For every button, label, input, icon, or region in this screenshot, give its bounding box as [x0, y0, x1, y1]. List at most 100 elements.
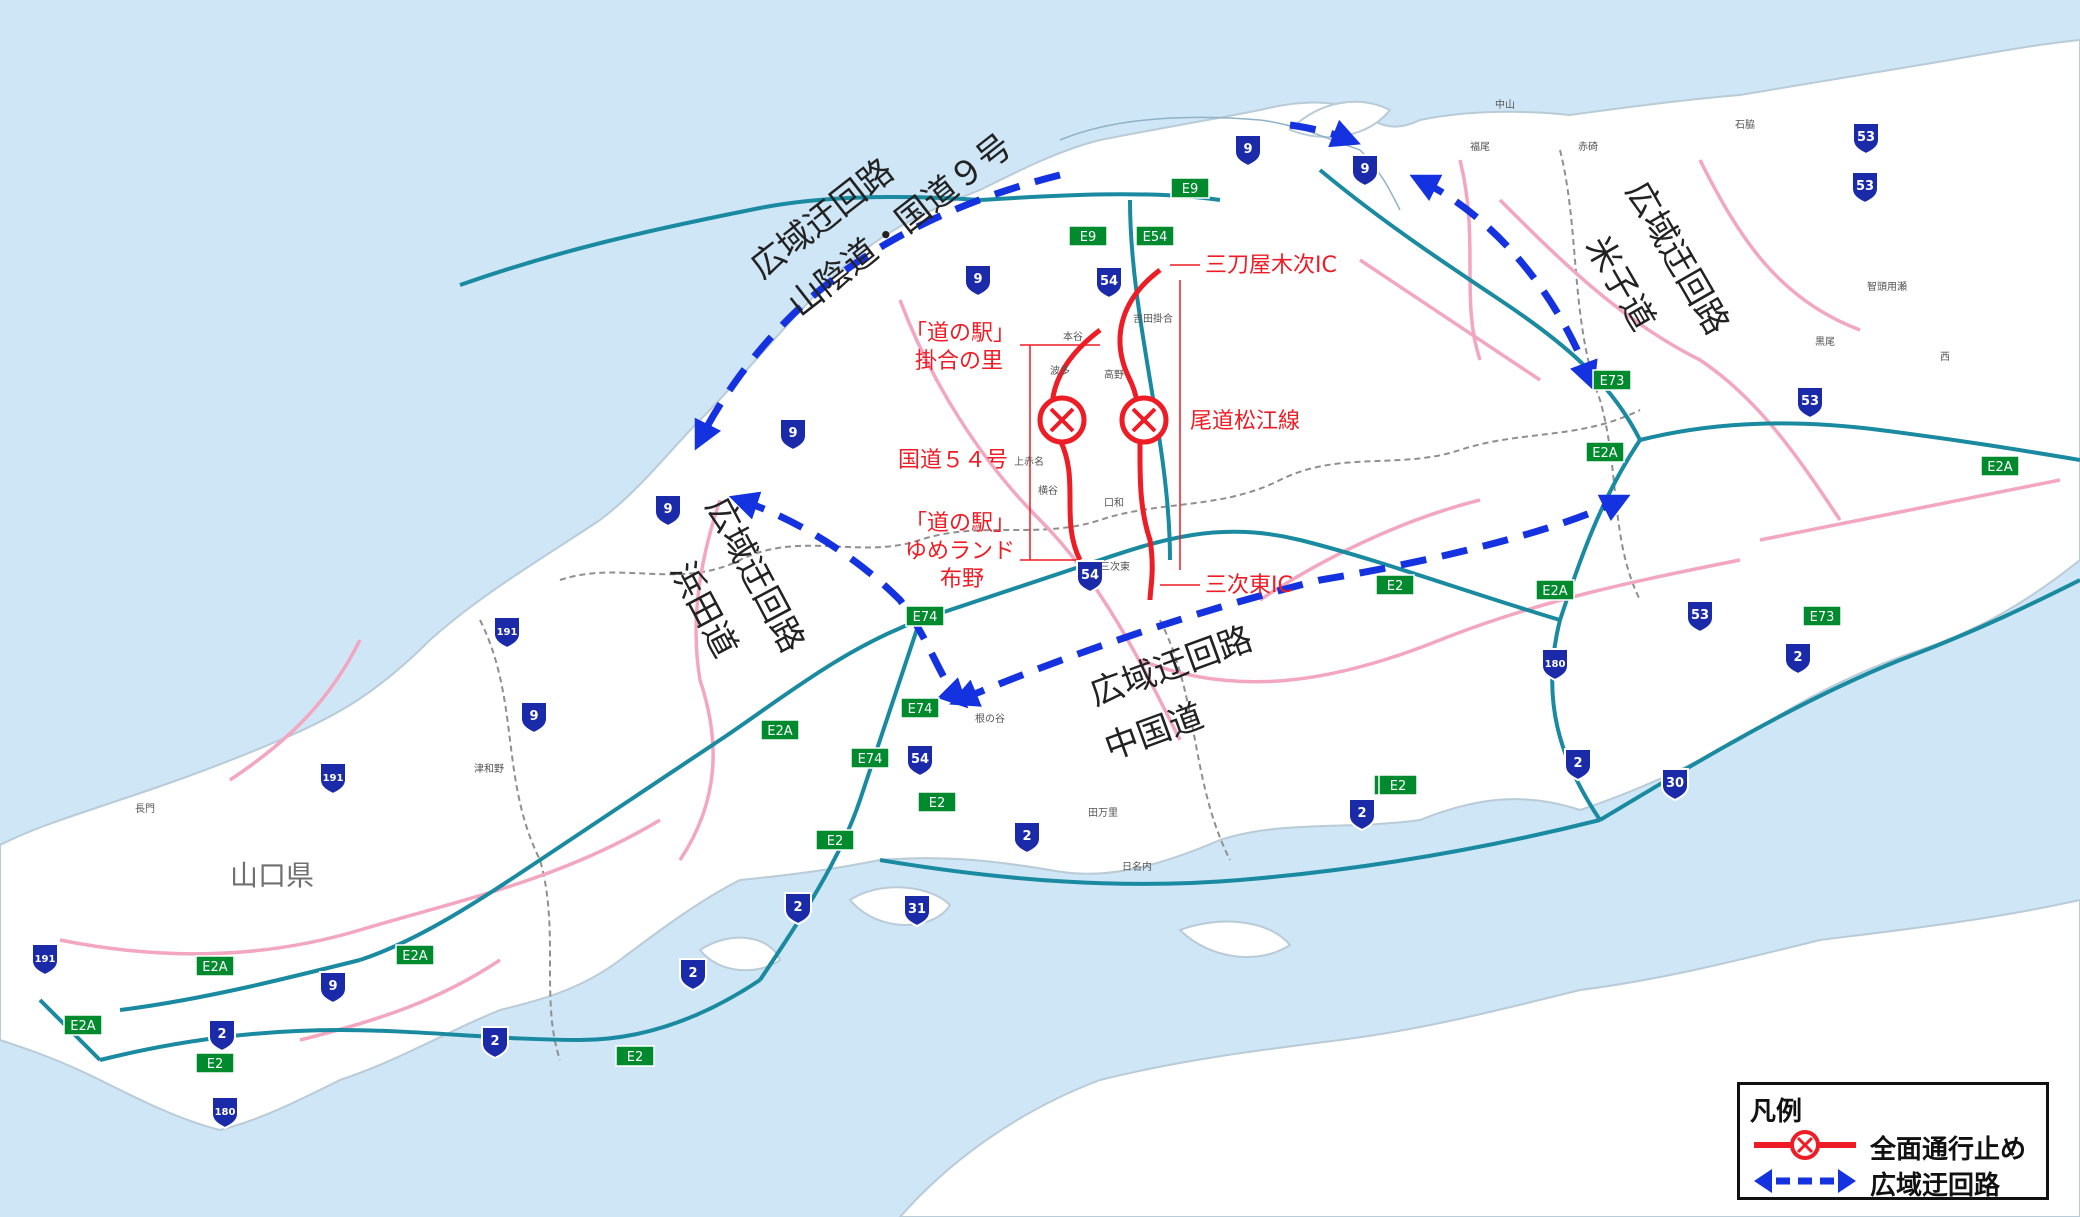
expressway-shield-e2: E2 [1375, 574, 1415, 596]
svg-text:2: 2 [1793, 650, 1802, 665]
svg-text:E2A: E2A [1592, 446, 1617, 461]
closure-marker-onomichi-matsue [1119, 395, 1169, 445]
closure-marker-route54 [1037, 395, 1087, 445]
detour-sanin-east [1289, 119, 1361, 148]
detour-legend-icon [1754, 1169, 1856, 1193]
national-route-shield-2: 2 [784, 892, 812, 926]
svg-text:54: 54 [1081, 568, 1099, 583]
national-route-shield-2: 2 [1348, 798, 1376, 832]
svg-text:9: 9 [529, 709, 538, 724]
expressway-shield-e2a: E2A [1535, 579, 1575, 601]
svg-text:2: 2 [1022, 829, 1031, 844]
legend-row-closure: 全面通行止め [1750, 1127, 2040, 1165]
svg-text:E2A: E2A [1987, 460, 2012, 475]
town-miyoshihigashi: 三次東 [1100, 560, 1130, 573]
town-nishi: 西 [1940, 352, 1950, 363]
detour-arrows [694, 119, 1631, 709]
svg-text:191: 191 [35, 954, 56, 965]
svg-text:2: 2 [217, 1027, 226, 1042]
route-shields: E9E9E54E73E2AE2AE2AE73E2E2E74E74E2AE74E2… [31, 122, 2020, 1130]
town-hata: 波多 [1050, 364, 1070, 377]
expressway-shield-e54: E54 [1135, 225, 1175, 247]
expressway-shield-e2: E2 [195, 1052, 235, 1074]
svg-text:E2: E2 [1387, 579, 1404, 594]
svg-text:E9: E9 [1182, 182, 1199, 197]
national-route-shield-54: 54 [1076, 560, 1104, 594]
national-route-shield-2: 2 [1784, 642, 1812, 676]
town-yoshidakakeya: 吉田掛合 [1133, 312, 1173, 325]
expressway-shield-e73: E73 [1802, 605, 1842, 627]
national-route-shield-9: 9 [319, 971, 347, 1005]
national-route-shield-9: 9 [1234, 134, 1262, 168]
town-tsuwano: 津和野 [474, 763, 504, 775]
expressway-shield-e2a: E2A [1980, 455, 2020, 477]
island-setouchi-3 [698, 936, 782, 972]
svg-text:53: 53 [1857, 130, 1875, 145]
national-route-shield-191: 191 [31, 943, 59, 977]
svg-text:31: 31 [908, 902, 926, 917]
national-route-shield-2: 2 [1013, 821, 1041, 855]
expressway-shield-e74: E74 [905, 605, 945, 627]
town-hontani: 本谷 [1063, 330, 1083, 343]
onomichi-matsue-label: 尾道松江線 [1190, 409, 1300, 434]
expressway-shield-e2: E2 [1378, 774, 1418, 796]
detour-yonago [1409, 174, 1598, 392]
svg-text:53: 53 [1856, 179, 1874, 194]
national-route-shield-9: 9 [520, 701, 548, 735]
legend-row-detour: 広域迂回路 [1750, 1163, 2040, 1201]
national-route-shield-2: 2 [481, 1026, 509, 1060]
svg-text:E2: E2 [1390, 779, 1407, 794]
svg-text:9: 9 [1360, 162, 1369, 177]
town-kamiakana: 上赤名 [1014, 455, 1044, 468]
svg-text:E9: E9 [1080, 230, 1097, 245]
svg-text:E2: E2 [827, 834, 844, 849]
svg-text:53: 53 [1801, 394, 1819, 409]
legend-title: 凡例 [1750, 1097, 1803, 1127]
national-route-shield-53: 53 [1686, 600, 1714, 634]
national-route-shield-54: 54 [906, 744, 934, 778]
town-chizu: 智頭用瀬 [1867, 280, 1907, 293]
svg-text:E74: E74 [908, 702, 933, 717]
michinoeki-south-line2: ゆめランド [905, 539, 1015, 564]
svg-text:E54: E54 [1143, 230, 1168, 245]
svg-text:2: 2 [1357, 806, 1366, 821]
svg-text:E2A: E2A [402, 949, 427, 964]
michinoeki-north-line2: 掛合の里 [915, 349, 1003, 374]
expressway-shield-e9: E9 [1068, 225, 1108, 247]
national-route-shield-2: 2 [679, 958, 707, 992]
national-route-shield-54: 54 [1095, 266, 1123, 300]
expressway-shield-e2: E2 [815, 829, 855, 851]
michinoeki-south-line3: 布野 [940, 567, 984, 592]
svg-text:E2: E2 [207, 1057, 224, 1072]
expressway-shield-e73: E73 [1592, 369, 1632, 391]
svg-text:180: 180 [1545, 659, 1566, 670]
svg-text:180: 180 [215, 1107, 236, 1118]
svg-text:54: 54 [1100, 274, 1118, 289]
expressway-shield-e74: E74 [900, 697, 940, 719]
legend-detour-label: 広域迂回路 [1870, 1171, 2001, 1201]
svg-text:E73: E73 [1810, 610, 1835, 625]
svg-text:E74: E74 [858, 752, 883, 767]
svg-text:E2: E2 [929, 796, 946, 811]
national-route-shield-31: 31 [903, 894, 931, 928]
detour-sanin [694, 171, 1061, 451]
expressway-shield-e2a: E2A [1585, 441, 1625, 463]
expressway-shield-e2a: E2A [63, 1014, 103, 1036]
expressway-shield-e2a: E2A [760, 719, 800, 741]
national-route-shield-191: 191 [493, 616, 521, 650]
town-kuroo: 黒尾 [1815, 336, 1835, 348]
expressway-shield-e9: E9 [1170, 177, 1210, 199]
national-route-shield-9: 9 [1351, 154, 1379, 188]
michinoeki-south-line1: 「道の駅」 [905, 511, 1015, 536]
national-route-shield-53: 53 [1852, 122, 1880, 156]
town-kuchiwa: 口和 [1104, 497, 1124, 509]
national-route-shield-9: 9 [654, 494, 682, 528]
closure-legend-icon [1754, 1130, 1856, 1160]
town-ishiwaki: 石脇 [1735, 119, 1755, 131]
svg-text:9: 9 [973, 272, 982, 287]
svg-text:2: 2 [793, 900, 802, 915]
national-route-shield-30: 30 [1661, 768, 1689, 802]
town-nagato: 長門 [135, 803, 155, 815]
